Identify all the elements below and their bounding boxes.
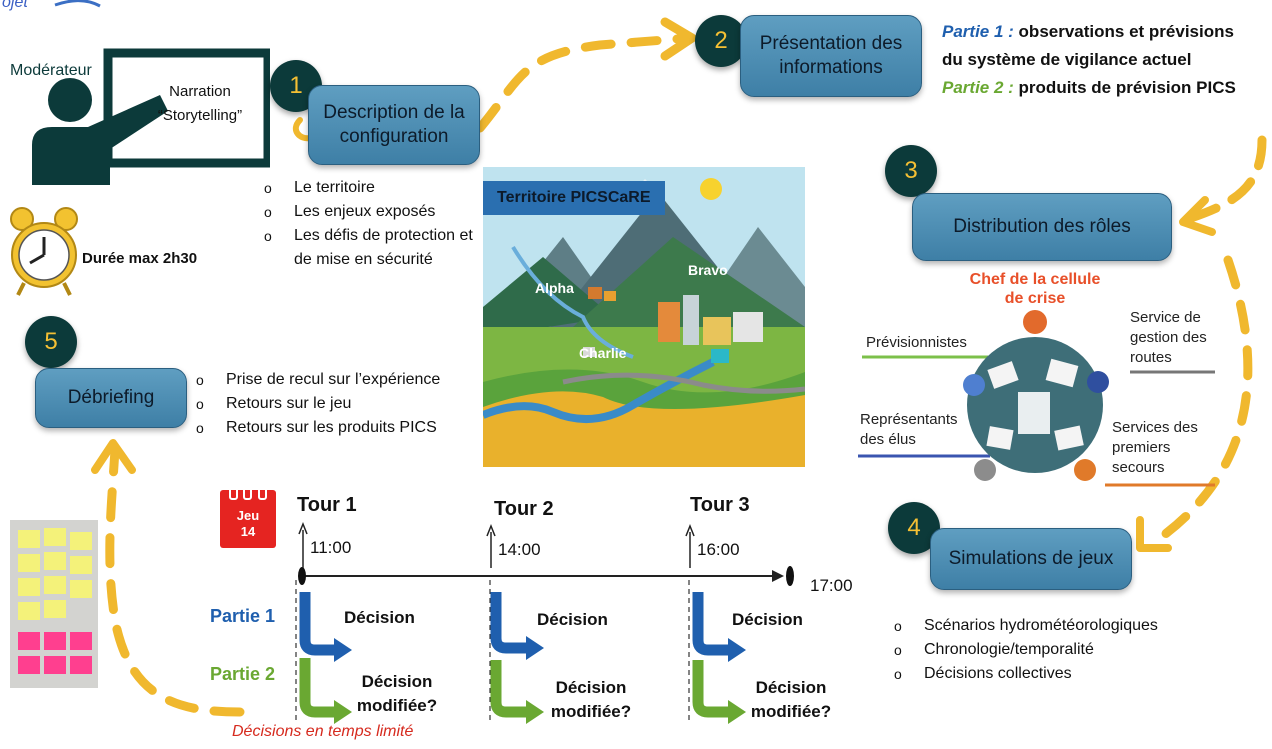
list-item: Le territoire <box>260 176 490 200</box>
territory-illustration: Territoire PICSCaRE Alpha Bravo Charlie <box>483 167 805 467</box>
arrow-4-to-5 <box>105 445 245 717</box>
moderator-icon <box>10 45 273 195</box>
footer-note: Décisions en temps limité <box>232 723 414 740</box>
time-3: 16:00 <box>697 540 740 559</box>
step-2-box: Présentation des informations <box>740 15 922 97</box>
partie-1-label: Partie 1 : <box>942 22 1014 41</box>
decision-1: Décision <box>344 608 415 627</box>
list-item: Prise de recul sur l’expérience <box>192 368 482 392</box>
step-3-number: 3 <box>885 145 937 197</box>
partie-2-row-label: Partie 2 <box>210 664 276 684</box>
alarm-clock-icon <box>8 205 80 297</box>
decision-mod-2: Décision modifiée? <box>550 678 632 721</box>
list-item: Les défis de protection et de mise en sé… <box>260 224 490 272</box>
decision-mod-3: Décision modifiée? <box>750 678 832 721</box>
partie-1-text2: du système de vigilance actuel <box>942 50 1192 69</box>
moderator-label: Modérateur <box>10 62 92 79</box>
time-1: 11:00 <box>310 538 352 557</box>
step-2-number: 2 <box>695 15 747 67</box>
duration-label: Durée max 2h30 <box>82 250 198 267</box>
role-chef: Chef de la cellule de crise <box>969 271 1101 307</box>
partie-2-label: Partie 2 : <box>942 78 1014 97</box>
crisis-table-illustration <box>960 310 1110 500</box>
list-item: Décisions collectives <box>890 662 1190 686</box>
step-4-bullets: Scénarios hydrométéorologiques Chronolog… <box>890 614 1190 686</box>
list-item: Scénarios hydrométéorologiques <box>890 614 1190 638</box>
step-5-bullets: Prise de recul sur l’expérience Retours … <box>192 368 482 440</box>
step-3-box: Distribution des rôles <box>912 193 1172 261</box>
place-alpha: Alpha <box>535 280 574 296</box>
role-secours: Services des premiers secours <box>1112 419 1198 476</box>
step-4-box: Simulations de jeux <box>930 528 1132 590</box>
calendar-date: 14 <box>240 524 256 539</box>
partie-1-text: observations et prévisions <box>1018 22 1234 41</box>
arrow-2-to-3 <box>1180 135 1267 225</box>
list-item: Retours sur le jeu <box>192 392 482 416</box>
arrow-1-to-2 <box>475 33 695 133</box>
board-text: Narration “Storytelling” <box>157 83 243 124</box>
sticky-notes-photo <box>10 520 98 688</box>
decision-arrows <box>299 592 746 724</box>
top-fragment: ojet <box>2 0 28 11</box>
place-bravo: Bravo <box>688 262 728 278</box>
decision-mod-1: Décision modifiée? <box>356 672 438 715</box>
partie-2-text: produits de prévision PICS <box>1018 78 1236 97</box>
time-2: 14:00 <box>498 540 541 559</box>
list-item: Retours sur les produits PICS <box>192 416 482 440</box>
tour-2-label: Tour 2 <box>494 498 554 520</box>
step-5-number: 5 <box>25 316 77 368</box>
role-previsionnistes: Prévisionnistes <box>866 334 967 351</box>
place-charlie: Charlie <box>579 345 627 361</box>
role-representants: Représentants des élus <box>860 411 958 448</box>
list-item: Chronologie/temporalité <box>890 638 1190 662</box>
role-service-routes: Service de gestion des routes <box>1130 309 1207 366</box>
decision-2: Décision <box>537 610 608 629</box>
calendar-day: Jeu <box>236 508 260 523</box>
end-time: 17:00 <box>810 576 853 595</box>
step-5-box: Débriefing <box>35 368 187 428</box>
step-1-box: Description de la configuration <box>308 85 480 165</box>
arrow-top-loop <box>292 117 313 142</box>
tour-3-label: Tour 3 <box>690 494 750 516</box>
decision-3: Décision <box>732 610 803 629</box>
territory-title: Territoire PICSCaRE <box>483 181 665 215</box>
calendar-icon: Jeu 14 <box>220 484 276 548</box>
info-parts: Partie 1 : observations et prévisions du… <box>942 18 1236 102</box>
tour-1-label: Tour 1 <box>297 494 357 516</box>
list-item: Les enjeux exposés <box>260 200 490 224</box>
arrow-3-to-4 <box>1145 255 1253 550</box>
step-1-bullets: Le territoire Les enjeux exposés Les déf… <box>260 176 490 272</box>
partie-1-row-label: Partie 1 <box>210 606 276 626</box>
